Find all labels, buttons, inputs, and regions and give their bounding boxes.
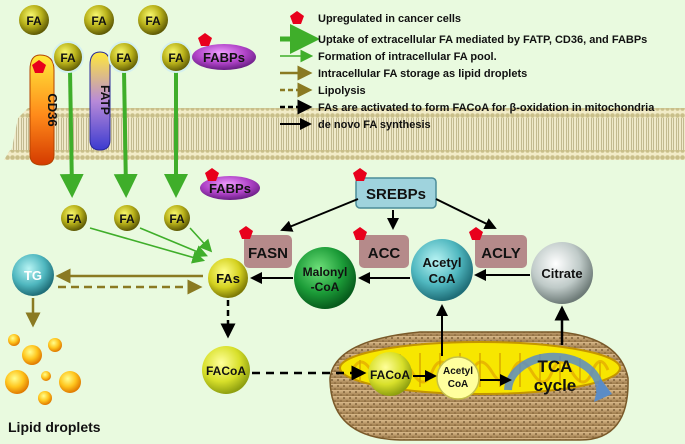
cd36-label: CD36 [45, 93, 60, 126]
tg-node: TG [12, 254, 54, 296]
svg-text:Formation of intracellular FA: Formation of intracellular FA pool. [318, 51, 497, 63]
svg-text:Upregulated in cancer cells: Upregulated in cancer cells [318, 13, 461, 25]
svg-text:TG: TG [24, 268, 42, 283]
intracellular-fa-1: FA [61, 205, 87, 231]
svg-text:FASN: FASN [248, 245, 288, 262]
svg-text:FACoA: FACoA [206, 364, 246, 378]
svg-text:Intracellular FA storage as li: Intracellular FA storage as lipid drople… [318, 68, 527, 80]
legend-denovo: de novo FA synthesis [280, 118, 431, 131]
legend-formation: Formation of intracellular FA pool. [280, 49, 497, 63]
legend-upregulated: Upregulated in cancer cells [290, 11, 461, 25]
facoa-mito-node: FACoA [368, 352, 412, 396]
legend-storage: Intracellular FA storage as lipid drople… [280, 65, 527, 81]
transported-fa-fabps: FA [160, 41, 192, 73]
svg-text:ACC: ACC [368, 245, 401, 262]
extracellular-fa-1: FA [19, 5, 49, 35]
srebps-box: SREBPs [353, 168, 437, 209]
fabps-intracellular: FABPs [200, 168, 260, 200]
upregulated-marker [353, 168, 367, 181]
svg-text:Lipolysis: Lipolysis [318, 85, 366, 97]
fa-pool-arrows [89, 227, 213, 264]
intracellular-fa-3: FA [164, 205, 190, 231]
extracellular-fa-3: FA [138, 5, 168, 35]
uptake-arrow-cd36 [59, 69, 84, 198]
cd36-transporter: CD36 [29, 54, 60, 166]
svg-text:FA: FA [168, 51, 184, 65]
fatp-transporter: FATP [89, 51, 112, 151]
tca-label-line2: cycle [534, 376, 577, 395]
fatp-label: FATP [98, 85, 112, 115]
acetyl-coa-mito-node: Acetyl CoA [436, 356, 480, 400]
svg-text:Acetyl: Acetyl [443, 366, 473, 377]
tca-label-line1: TCA [538, 357, 573, 376]
tca-cycle: TCA cycle [504, 352, 612, 402]
citrate-node: Citrate [531, 242, 593, 304]
uptake-arrow-fatp [113, 69, 138, 198]
svg-text:CoA: CoA [448, 379, 469, 390]
svg-text:de novo FA synthesis: de novo FA synthesis [318, 119, 431, 131]
svg-text:FA: FA [91, 14, 107, 28]
svg-text:-CoA: -CoA [311, 280, 340, 294]
svg-text:FABPs: FABPs [203, 50, 245, 65]
upregulated-marker-cd36 [32, 60, 46, 73]
legend-activation: FAs are activated to form FACoA for β-ox… [280, 99, 655, 115]
fas-pool-node: FAs [208, 258, 248, 298]
svg-text:FA: FA [66, 212, 82, 226]
acly-enzyme: ACLY [469, 227, 527, 268]
svg-text:FAs are activated to form FACo: FAs are activated to form FACoA for β-ox… [318, 102, 655, 114]
lipid-droplets: Lipid droplets [5, 334, 101, 435]
transported-fa-fatp: FA [108, 41, 140, 73]
extracellular-fa-2: FA [84, 5, 114, 35]
uptake-arrows [59, 69, 188, 198]
svg-text:Malonyl: Malonyl [303, 265, 348, 279]
svg-text:FABPs: FABPs [209, 181, 251, 196]
svg-text:FACoA: FACoA [370, 368, 410, 382]
svg-text:FA: FA [169, 212, 185, 226]
malonyl-coa-node: Malonyl -CoA [294, 247, 356, 309]
svg-text:ACLY: ACLY [481, 245, 520, 262]
facoa-cytosol-node: FACoA [202, 346, 250, 394]
acetyl-coa-cytosol-node: Acetyl CoA [411, 239, 473, 301]
upregulated-marker [239, 226, 253, 239]
srebps-to-acly-arrow [435, 198, 497, 229]
svg-text:FA: FA [60, 51, 76, 65]
svg-text:Uptake of extracellular FA med: Uptake of extracellular FA mediated by F… [318, 34, 647, 46]
legend-uptake: Uptake of extracellular FA mediated by F… [280, 24, 647, 54]
svg-text:CoA: CoA [429, 271, 456, 286]
srebps-to-fasn-arrow [280, 198, 359, 232]
svg-text:FA: FA [116, 51, 132, 65]
fasn-enzyme: FASN [239, 226, 292, 268]
fabps-extracellular: FABPs [192, 33, 256, 70]
legend: Upregulated in cancer cells Uptake of ex… [280, 11, 655, 131]
svg-text:FA: FA [26, 14, 42, 28]
transported-fa-cd36: FA [52, 41, 84, 73]
intracellular-fa-2: FA [114, 205, 140, 231]
svg-text:FA: FA [145, 14, 161, 28]
svg-text:FA: FA [119, 212, 135, 226]
acc-enzyme: ACC [353, 227, 409, 268]
legend-lipolysis: Lipolysis [280, 82, 366, 98]
svg-text:Citrate: Citrate [541, 266, 582, 281]
upregulated-marker [469, 227, 483, 240]
svg-text:FAs: FAs [216, 271, 240, 286]
svg-text:SREBPs: SREBPs [366, 186, 426, 203]
lipid-droplets-label: Lipid droplets [8, 419, 101, 435]
svg-text:Acetyl: Acetyl [422, 255, 461, 270]
upregulated-marker [198, 33, 212, 46]
upregulated-marker [205, 168, 219, 181]
upregulated-marker [353, 227, 367, 240]
